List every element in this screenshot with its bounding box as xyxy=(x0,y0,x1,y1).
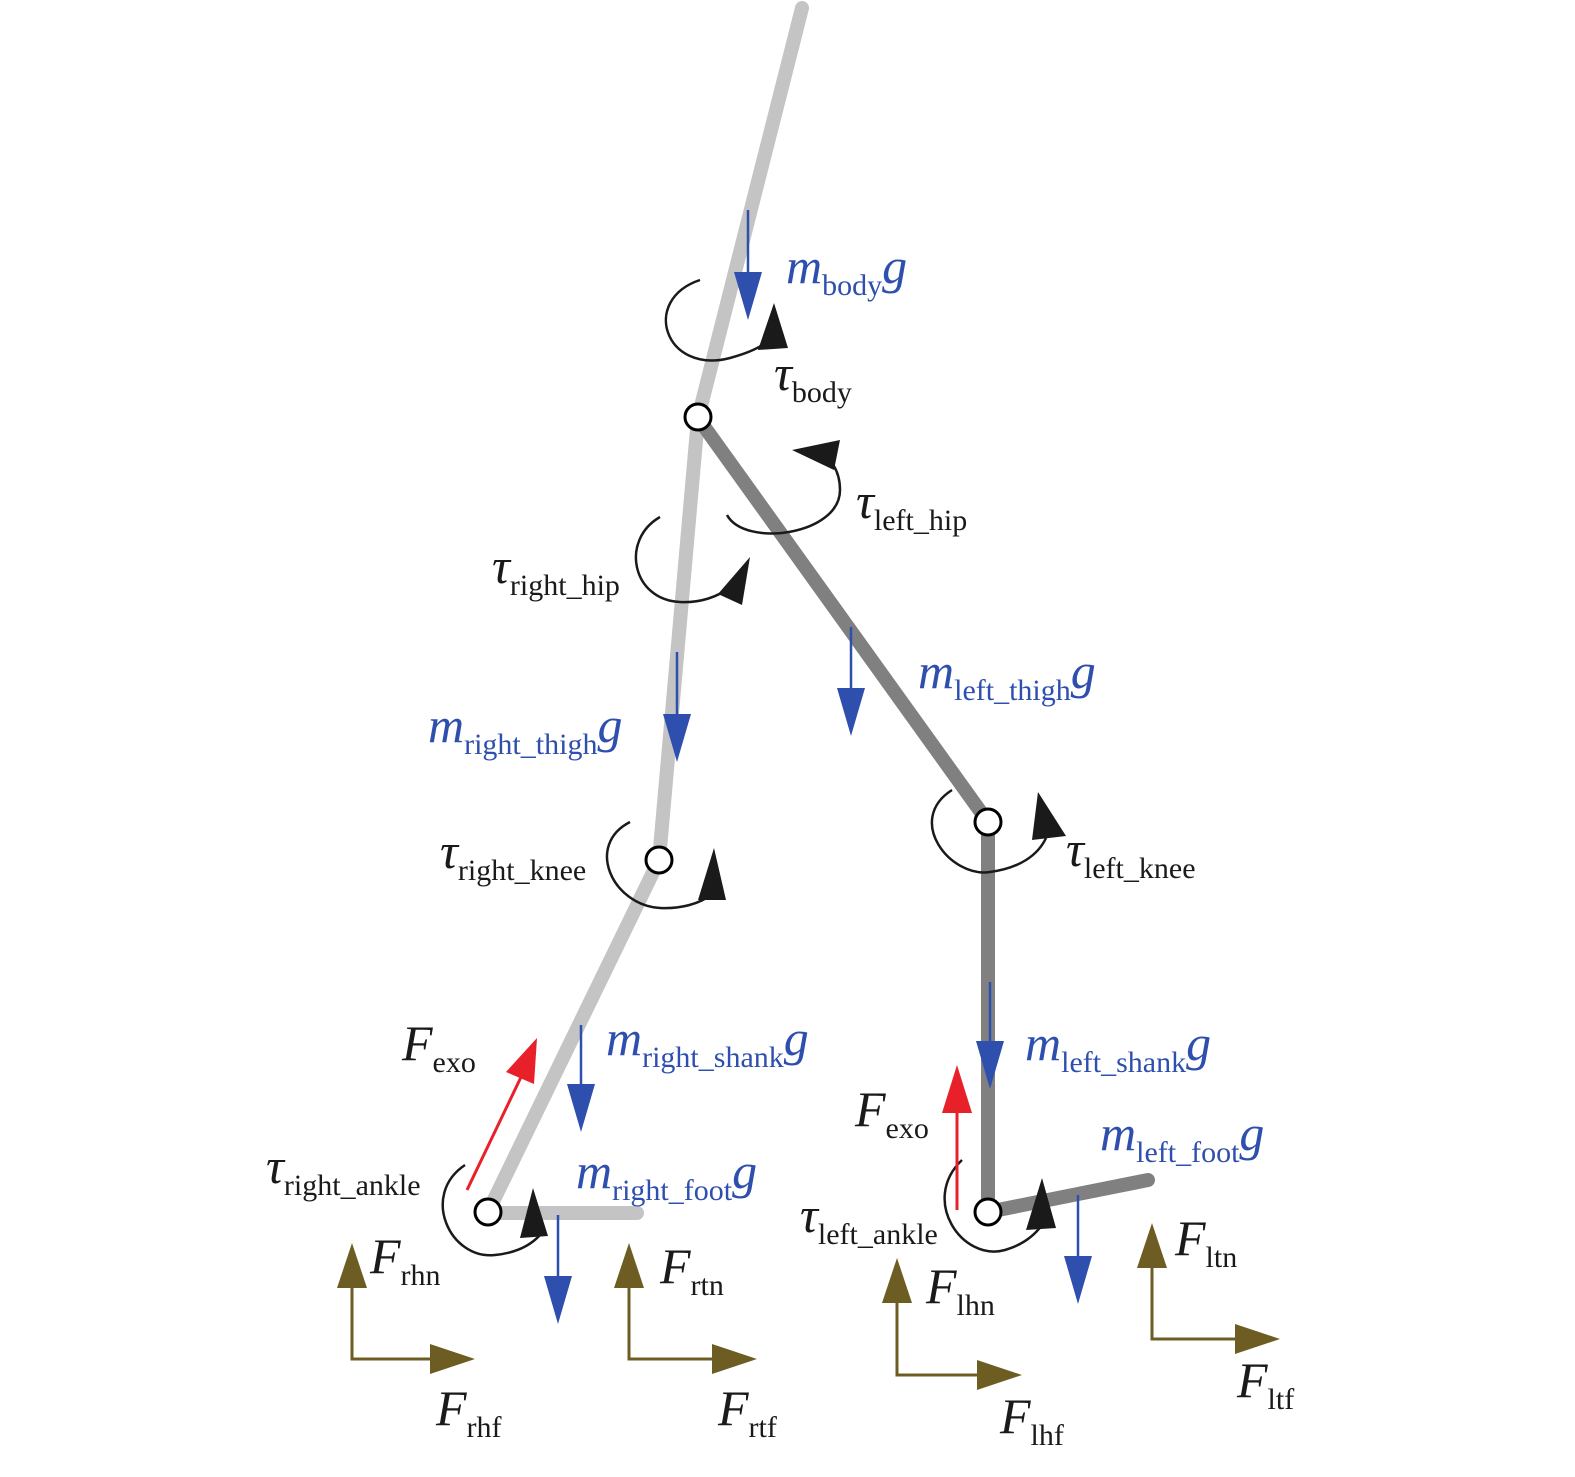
right-hip-torque-arrowhead xyxy=(718,557,750,605)
joints xyxy=(473,402,1003,1227)
right-exo-force-arrow xyxy=(465,1038,537,1191)
label-m-right-shank: mright_shankg xyxy=(606,1010,809,1074)
ground-force-arrowheads xyxy=(337,1223,1280,1390)
label-f-exo-left: Fexo xyxy=(854,1081,929,1145)
left-knee-joint xyxy=(973,807,1003,837)
label-tau-left-hip: τleft_hip xyxy=(856,473,967,537)
left-foot-gravity-arrow xyxy=(1064,1195,1092,1304)
label-tau-left-ankle: τleft_ankle xyxy=(800,1187,938,1251)
label-m-left-shank: mleft_shankg xyxy=(1025,1015,1211,1079)
label-m-left-foot: mleft_footg xyxy=(1100,1105,1264,1169)
label-f-rhf: Frhf xyxy=(435,1380,502,1444)
right-knee-torque-arrowhead xyxy=(698,848,726,900)
label-f-rtn: Frtn xyxy=(659,1238,724,1302)
torque-arrowheads xyxy=(520,303,1066,1238)
rhf-arrowhead xyxy=(430,1344,475,1374)
left-shank-gravity-arrow xyxy=(976,982,1004,1089)
label-f-lhn: Flhn xyxy=(925,1258,995,1322)
right-shank-segment xyxy=(481,853,666,1219)
left-thigh-segment xyxy=(691,411,995,829)
label-m-right-thigh: mright_thighg xyxy=(428,697,622,761)
right-shank-gravity-arrow xyxy=(567,1025,595,1132)
label-f-rhn: Frhn xyxy=(369,1228,441,1292)
left-hip-torque-arrowhead xyxy=(792,440,840,470)
label-tau-right-hip: τright_hip xyxy=(492,538,620,602)
hip-joint xyxy=(683,402,713,432)
labels: mbodyg τbody τleft_hip τright_hip mleft_… xyxy=(266,238,1294,1452)
right-thigh-gravity-arrow xyxy=(663,652,691,762)
label-tau-right-knee: τright_knee xyxy=(440,823,586,887)
lh-force-axes xyxy=(895,1300,980,1377)
label-f-exo-right: Fexo xyxy=(401,1015,476,1079)
label-f-lhf: Flhf xyxy=(999,1388,1064,1452)
right-knee-joint xyxy=(644,845,674,875)
label-tau-body: τbody xyxy=(774,345,852,409)
rtf-arrowhead xyxy=(712,1344,757,1374)
left-ankle-torque-arrowhead xyxy=(1026,1178,1056,1230)
rhn-arrowhead xyxy=(337,1243,367,1288)
label-tau-right-ankle: τright_ankle xyxy=(266,1138,421,1202)
label-tau-left-knee: τleft_knee xyxy=(1066,821,1196,885)
left-knee-torque-arrowhead xyxy=(1032,792,1066,840)
rh-force-axes xyxy=(350,1285,433,1361)
rt-force-axes xyxy=(627,1285,715,1361)
body-torque-arrowhead xyxy=(758,303,788,350)
right-hip-torque-arc xyxy=(634,515,731,604)
label-m-left-thigh: mleft_thighg xyxy=(918,643,1096,707)
left-body-segments xyxy=(691,411,1155,1219)
right-ankle-joint xyxy=(473,1197,503,1227)
right-ankle-torque-arrowhead xyxy=(520,1188,548,1238)
right-body-segments xyxy=(481,1,809,1220)
right-foot-gravity-arrow xyxy=(544,1215,572,1324)
ltn-arrowhead xyxy=(1137,1223,1167,1268)
right-ankle-torque-arc xyxy=(441,1163,541,1257)
lhn-arrowhead xyxy=(882,1258,912,1303)
label-f-ltn: Fltn xyxy=(1174,1210,1237,1274)
left-thigh-gravity-arrow xyxy=(837,627,865,736)
lhf-arrowhead xyxy=(977,1360,1022,1390)
left-ankle-joint xyxy=(973,1197,1003,1227)
torque-arcs xyxy=(441,278,1048,1257)
left-exo-force-arrow xyxy=(942,1065,972,1210)
left-knee-torque-arc xyxy=(930,788,1048,874)
lt-force-axes xyxy=(1150,1265,1238,1341)
label-f-rtf: Frtf xyxy=(717,1380,777,1444)
right-knee-torque-arc xyxy=(605,820,713,910)
body-torque-arc xyxy=(664,278,772,362)
left-foot-segment xyxy=(981,1173,1155,1219)
right-thigh-segment xyxy=(652,411,705,867)
label-m-right-foot: mright_footg xyxy=(576,1143,757,1207)
trunk-segment xyxy=(691,1,809,425)
ground-reaction-forces xyxy=(350,1265,1238,1377)
ltf-arrowhead xyxy=(1235,1324,1280,1354)
exo-force-arrows xyxy=(465,1038,972,1210)
rtn-arrowhead xyxy=(614,1243,644,1288)
label-m-body: mbodyg xyxy=(786,238,907,302)
gravity-arrows xyxy=(544,210,1092,1324)
body-gravity-arrow xyxy=(734,210,762,320)
left-ankle-torque-arc xyxy=(943,1159,1044,1253)
label-f-ltf: Fltf xyxy=(1236,1352,1294,1416)
